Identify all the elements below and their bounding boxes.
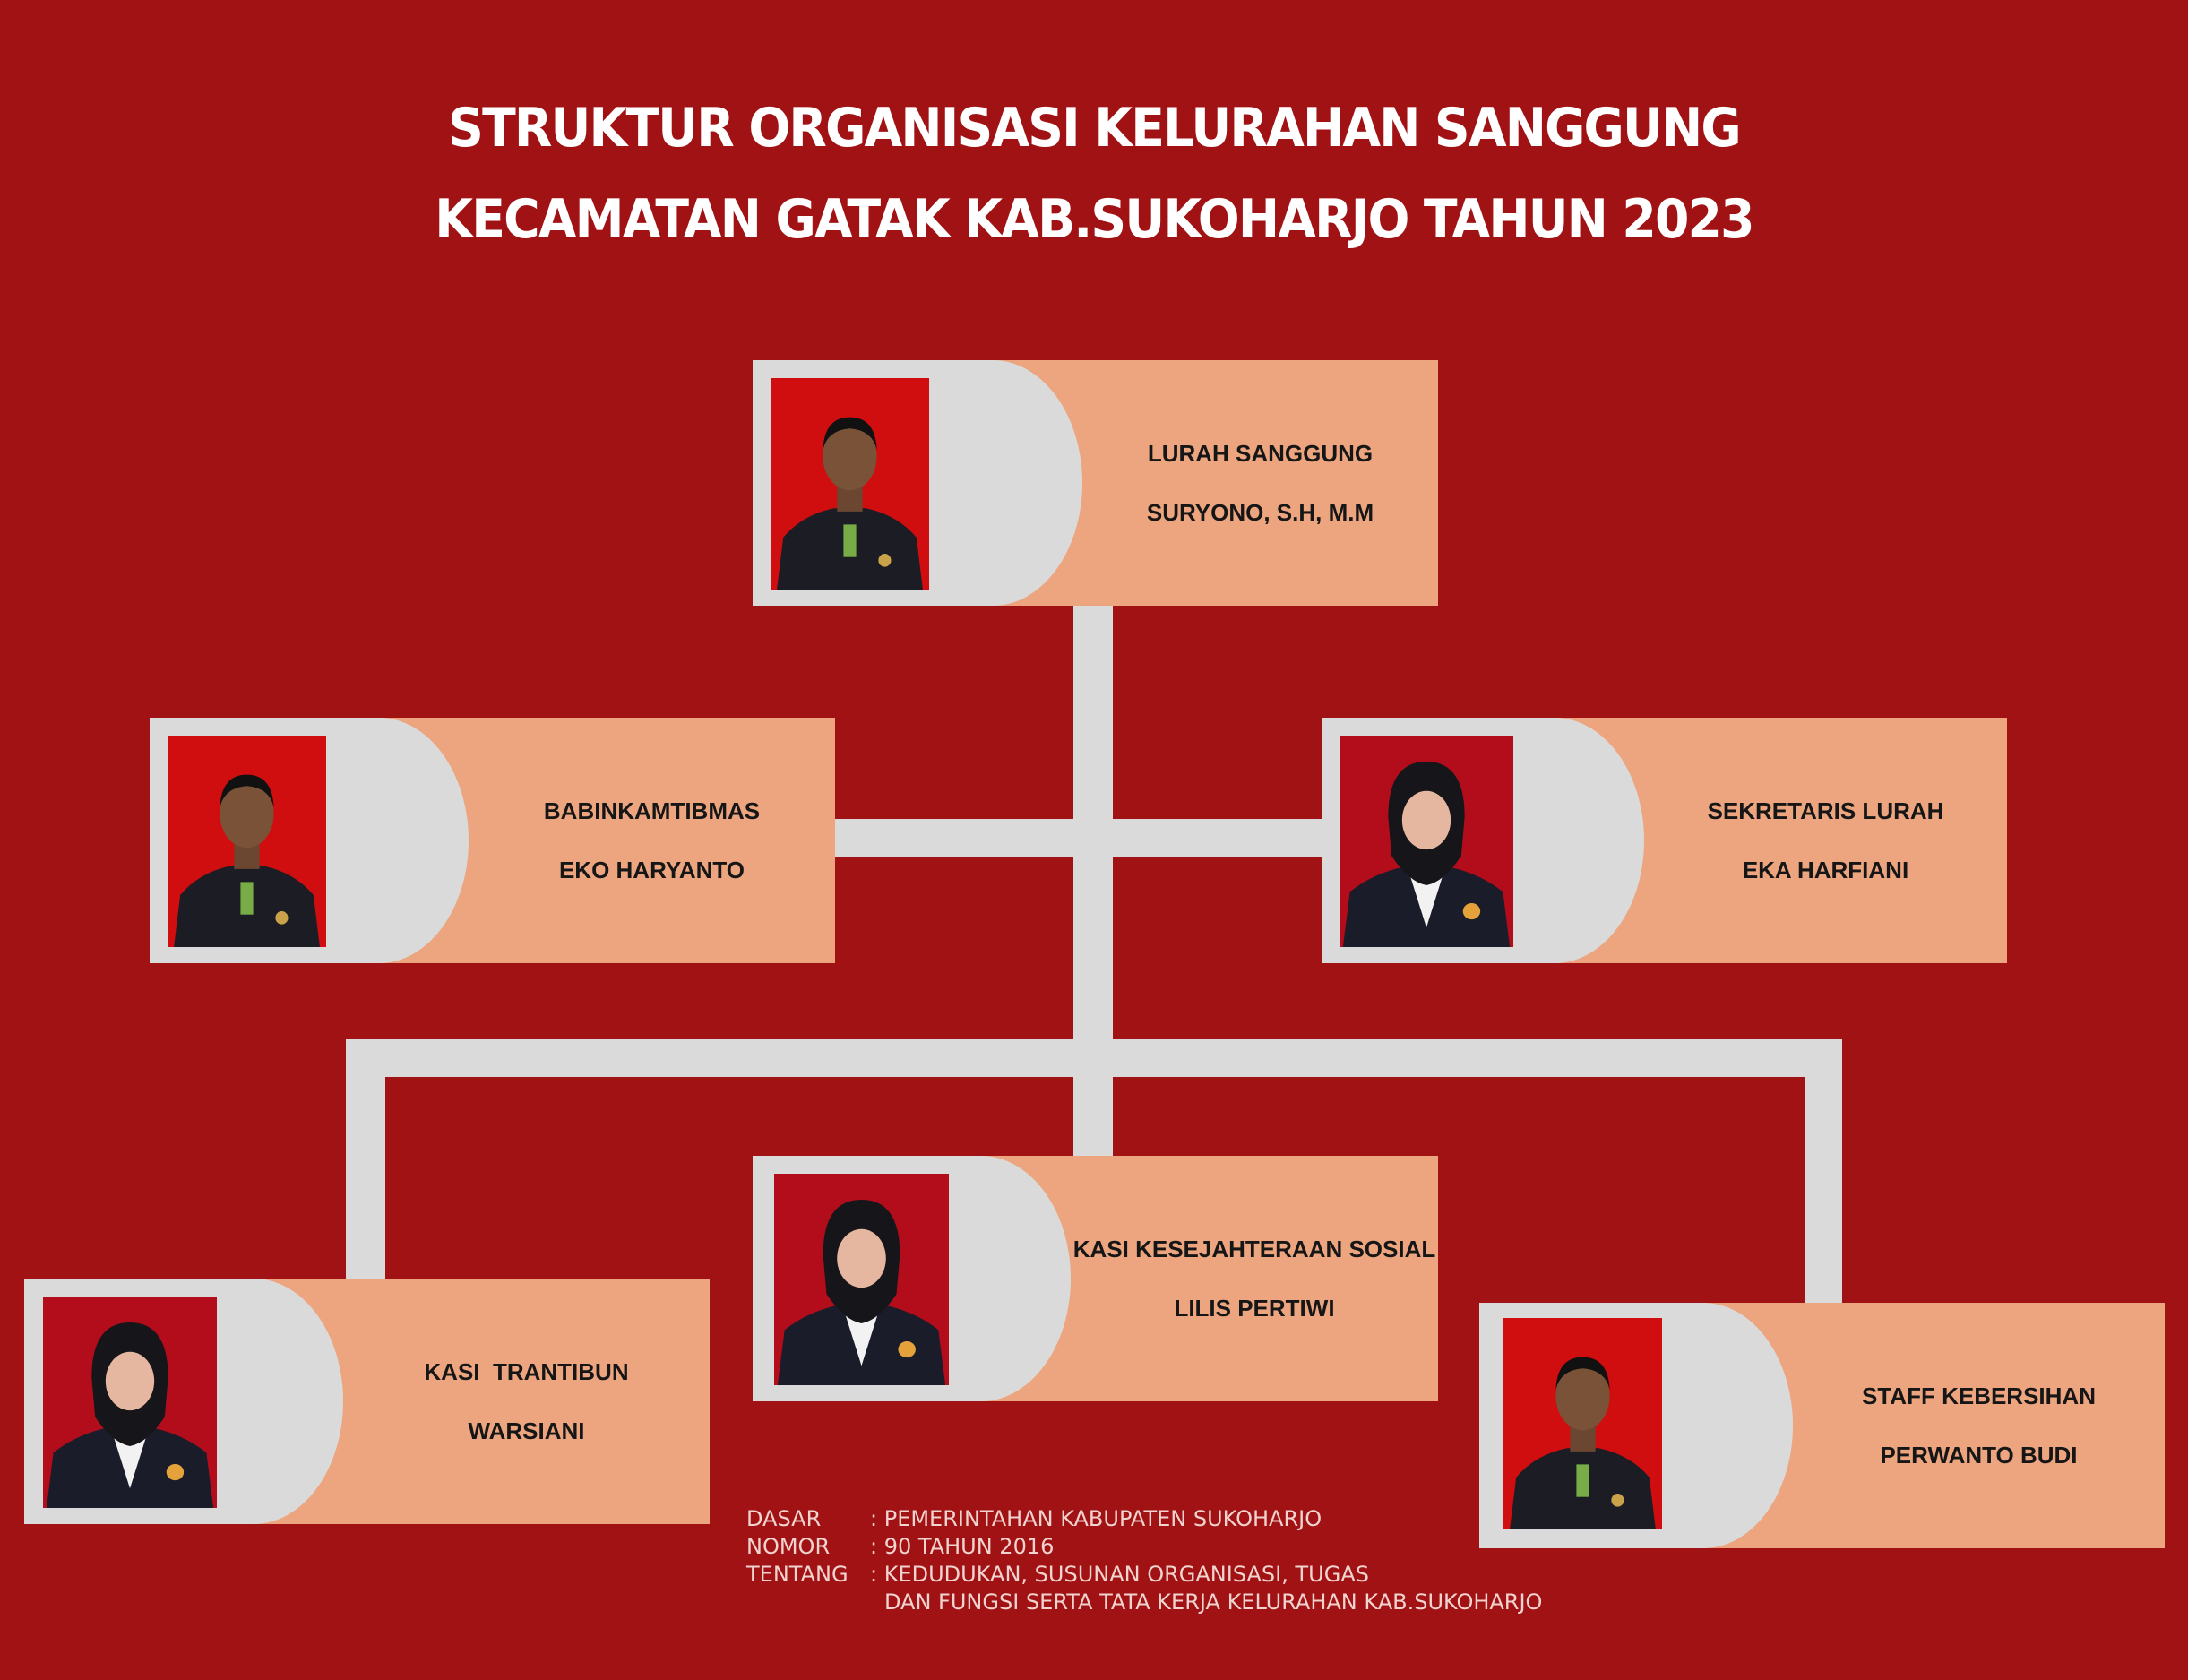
title-line-2: KECAMATAN GATAK KAB.SUKOHARJO TAHUN 2023 [435, 188, 1754, 251]
footer-value: : PEMERINTAHAN KABUPATEN SUKOHARJO [870, 1506, 1322, 1531]
person-name: WARSIANI [468, 1417, 585, 1444]
legal-basis-footer: DASAR : PEMERINTAHAN KABUPATEN SUKOHARJO… [746, 1505, 1542, 1616]
footer-row-dasar: DASAR : PEMERINTAHAN KABUPATEN SUKOHARJO [746, 1505, 1542, 1533]
card-staff-kebersihan: STAFF KEBERSIHAN PERWANTO BUDI [1479, 1303, 2165, 1548]
card-sekretaris: SEKRETARIS LURAH EKA HARFIANI [1322, 718, 2007, 963]
footer-label: DASAR [746, 1506, 822, 1531]
card-babinkamtibmas: BABINKAMTIBMAS EKO HARYANTO [150, 718, 835, 963]
position-label: KASI TRANTIBUN [424, 1358, 629, 1385]
photo-staff-kebersihan [1503, 1318, 1662, 1529]
connector-bottom-horizontal [346, 1039, 1842, 1077]
person-name: EKA HARFIANI [1742, 857, 1909, 883]
card-text-staff-kebersihan: STAFF KEBERSIHAN PERWANTO BUDI [1793, 1303, 2165, 1548]
photo-kasi-kesos [774, 1174, 949, 1385]
connector-middle-horizontal [833, 819, 1322, 857]
card-kasi-kesos: KASI KESEJAHTERAAN SOSIAL LILIS PERTIWI [753, 1156, 1438, 1401]
position-label: STAFF KEBERSIHAN [1862, 1383, 2096, 1409]
person-name: EKO HARYANTO [558, 857, 745, 883]
card-text-kasi-trantibun: KASI TRANTIBUN WARSIANI [343, 1279, 710, 1524]
connector-left-drop [346, 1039, 385, 1279]
position-label: BABINKAMTIBMAS [543, 797, 761, 824]
footer-label: NOMOR [746, 1534, 831, 1559]
footer-label: TENTANG [746, 1562, 848, 1587]
photo-babinkamtibmas [168, 736, 326, 947]
footer-value: DAN FUNGSI SERTA TATA KERJA KELURAHAN KA… [884, 1590, 1543, 1615]
footer-value: : KEDUDUKAN, SUSUNAN ORGANISASI, TUGAS [870, 1562, 1369, 1587]
footer-row-tentang: TENTANG : KEDUDUKAN, SUSUNAN ORGANISASI,… [746, 1561, 1542, 1589]
card-kasi-trantibun: KASI TRANTIBUN WARSIANI [24, 1279, 710, 1524]
person-name: LILIS PERTIWI [1174, 1295, 1335, 1322]
position-label: KASI KESEJAHTERAAN SOSIAL [1072, 1236, 1436, 1262]
position-label: LURAH SANGGUNG [1147, 440, 1374, 467]
connector-right-drop [1805, 1039, 1842, 1303]
title-line-1: STRUKTUR ORGANISASI KELURAHAN SANGGUNG [448, 97, 1742, 159]
footer-value: : 90 TAHUN 2016 [870, 1534, 1055, 1559]
card-text-babinkamtibmas: BABINKAMTIBMAS EKO HARYANTO [469, 718, 835, 963]
photo-lurah [771, 378, 929, 590]
card-text-sekretaris: SEKRETARIS LURAH EKA HARFIANI [1644, 718, 2007, 963]
photo-kasi-trantibun [43, 1297, 217, 1508]
photo-sekretaris [1340, 736, 1513, 947]
card-lurah: LURAH SANGGUNG SURYONO, S.H, M.M [753, 360, 1438, 606]
person-name: PERWANTO BUDI [1880, 1442, 2078, 1469]
card-text-lurah: LURAH SANGGUNG SURYONO, S.H, M.M [1082, 360, 1438, 606]
footer-row-nomor: NOMOR : 90 TAHUN 2016 [746, 1533, 1542, 1561]
person-name: SURYONO, S.H, M.M [1146, 499, 1374, 526]
footer-row-tentang-continued: DAN FUNGSI SERTA TATA KERJA KELURAHAN KA… [746, 1589, 1542, 1616]
position-label: SEKRETARIS LURAH [1707, 797, 1944, 824]
card-text-kasi-kesos: KASI KESEJAHTERAAN SOSIAL LILIS PERTIWI [1071, 1156, 1438, 1401]
